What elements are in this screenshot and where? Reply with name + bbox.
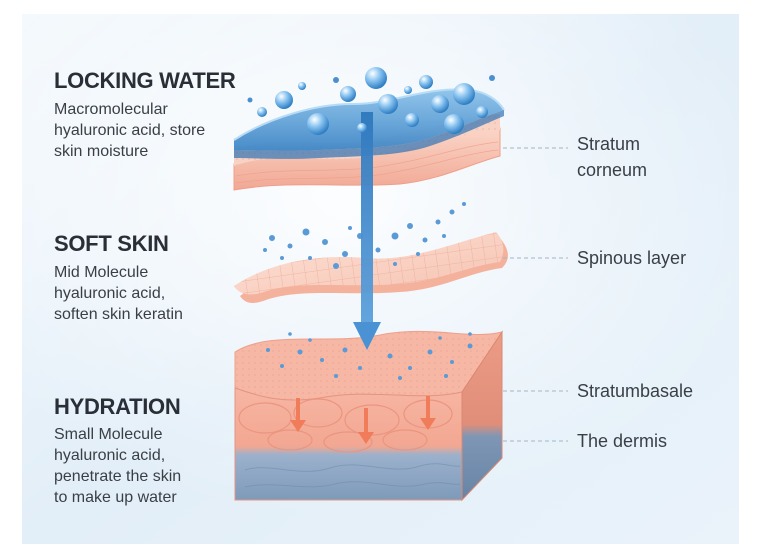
hydration-heading: HYDRATION: [54, 394, 181, 419]
penetration-arrow: [353, 112, 381, 350]
description-line: penetrate the skin: [54, 468, 182, 485]
stratum-corneum-label: Stratum corneum: [577, 131, 647, 183]
skin-block: [234, 330, 504, 502]
locking-water-heading: LOCKING WATER: [54, 68, 236, 93]
description-line: Small Molecule: [54, 426, 163, 443]
stratum-corneum-layer: [233, 88, 505, 191]
description-line: hyaluronic acid,: [54, 447, 166, 464]
description-line: Macromolecular: [54, 101, 168, 118]
description-line: skin moisture: [54, 143, 149, 160]
locking-water-description: Macromolecular hyaluronic acid, store sk…: [54, 99, 244, 162]
label-line: Stratum: [577, 134, 641, 154]
water-droplets: [247, 67, 495, 135]
spinous-layer-label: Spinous layer: [577, 248, 687, 268]
description-line: hyaluronic acid,: [54, 285, 166, 302]
description-line: hyaluronic acid, store: [54, 122, 206, 139]
description-line: soften skin keratin: [54, 306, 183, 323]
stratum-basale-label: Stratumbasale: [577, 381, 694, 401]
dermis-label: The dermis: [577, 431, 668, 451]
leader-lines: [503, 147, 568, 442]
description-line: to make up water: [54, 489, 177, 506]
soft-skin-description: Mid Molecule hyaluronic acid, soften ski…: [54, 262, 244, 325]
hydration-description: Small Molecule hyaluronic acid, penetrat…: [54, 424, 244, 508]
description-line: Mid Molecule: [54, 264, 149, 281]
label-line: corneum: [577, 160, 648, 180]
soft-skin-heading: SOFT SKIN: [54, 231, 169, 256]
